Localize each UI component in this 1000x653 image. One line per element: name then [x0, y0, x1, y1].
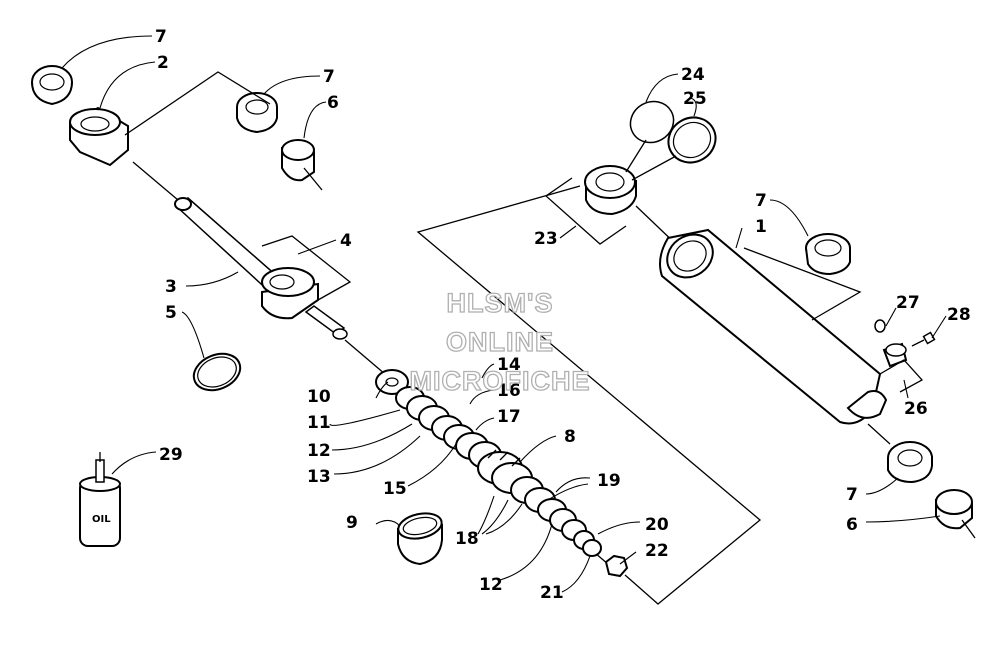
- group-bracket-4: [261, 235, 352, 301]
- callout-11: 11: [307, 413, 331, 433]
- callout-26: 26: [904, 399, 928, 419]
- callout-2: 2: [157, 53, 169, 73]
- group-bracket-stack: [416, 185, 762, 605]
- callout-27: 27: [896, 293, 920, 313]
- watermark-line-3: MICROFICHE: [410, 366, 591, 396]
- callout-7: 7: [323, 67, 335, 87]
- callout-15: 15: [383, 479, 407, 499]
- oil-bottle-label: OIL: [92, 514, 111, 525]
- callout-numbers: 7 2 7 6 4 3 5 24 25 23 7 1 27 28 26 7 6 …: [155, 27, 971, 603]
- callout-21: 21: [540, 583, 564, 603]
- screw-part-28: [911, 331, 936, 347]
- callout-28: 28: [947, 305, 971, 325]
- callout-24: 24: [681, 65, 705, 85]
- callout-25: 25: [683, 89, 707, 109]
- washer-part-21: [582, 539, 602, 557]
- group-bracket-23: [544, 177, 627, 245]
- callout-22: 22: [645, 541, 669, 561]
- callout-10: 10: [307, 387, 331, 407]
- callout-6: 6: [327, 93, 339, 113]
- callout-3: 3: [165, 277, 177, 297]
- callout-29: 29: [159, 445, 183, 465]
- o-ring-part-5: [192, 352, 242, 392]
- callout-23: 23: [534, 229, 558, 249]
- bushing-part-7-right-top: [805, 233, 851, 276]
- callout-7: 7: [155, 27, 167, 47]
- ring-part-9: [397, 512, 443, 566]
- watermark: HLSM'S ONLINE MICROFICHE: [409, 287, 591, 396]
- nut-part-22: [604, 554, 629, 578]
- callout-18: 18: [455, 529, 479, 549]
- sleeve-part-6-right: [935, 489, 976, 539]
- o-ring-part-5-inner: [197, 356, 237, 388]
- callout-12: 12: [307, 441, 331, 461]
- shim-stack-parts-18-20: [510, 476, 595, 550]
- seal-head-part-23: [584, 165, 637, 216]
- callout-12: 12: [479, 575, 503, 595]
- shaft-eye-part-2: [69, 106, 129, 167]
- leader-lines: [61, 35, 947, 593]
- callout-8: 8: [564, 427, 576, 447]
- group-bracket-1: [743, 247, 862, 321]
- shock-body-part-1: [659, 228, 888, 425]
- piston-shaft-part-3: [132, 161, 288, 295]
- callout-13: 13: [307, 467, 331, 487]
- callout-9: 9: [346, 513, 358, 533]
- callout-5: 5: [165, 303, 177, 323]
- valve-part-26: [882, 342, 908, 368]
- watermark-line-2: ONLINE: [446, 327, 554, 357]
- group-bracket-26: [879, 359, 924, 393]
- o-ring-part-25: [667, 116, 717, 164]
- callout-7: 7: [846, 485, 858, 505]
- ring-part-24: [629, 100, 675, 144]
- callout-1: 1: [755, 217, 767, 237]
- bushing-part-7-top: [31, 65, 73, 106]
- callout-19: 19: [597, 471, 621, 491]
- callout-4: 4: [340, 231, 352, 251]
- sleeve-part-6-left: [281, 139, 323, 191]
- bushing-part-7-right-bottom: [887, 441, 933, 484]
- group-bracket-2: [124, 71, 271, 136]
- piston-assembly-part-4: [261, 267, 348, 340]
- callout-14: 14: [497, 355, 521, 375]
- callout-16: 16: [497, 381, 521, 401]
- callout-6: 6: [846, 515, 858, 535]
- callout-20: 20: [645, 515, 669, 535]
- watermark-line-1: HLSM'S: [447, 288, 554, 318]
- cap-part-27: [874, 319, 886, 333]
- callout-7: 7: [755, 191, 767, 211]
- oil-bottle-part-29: OIL: [79, 452, 121, 547]
- washer-part-10: [375, 369, 409, 395]
- callout-17: 17: [497, 407, 521, 427]
- bushing-part-7-left-mid: [236, 92, 278, 134]
